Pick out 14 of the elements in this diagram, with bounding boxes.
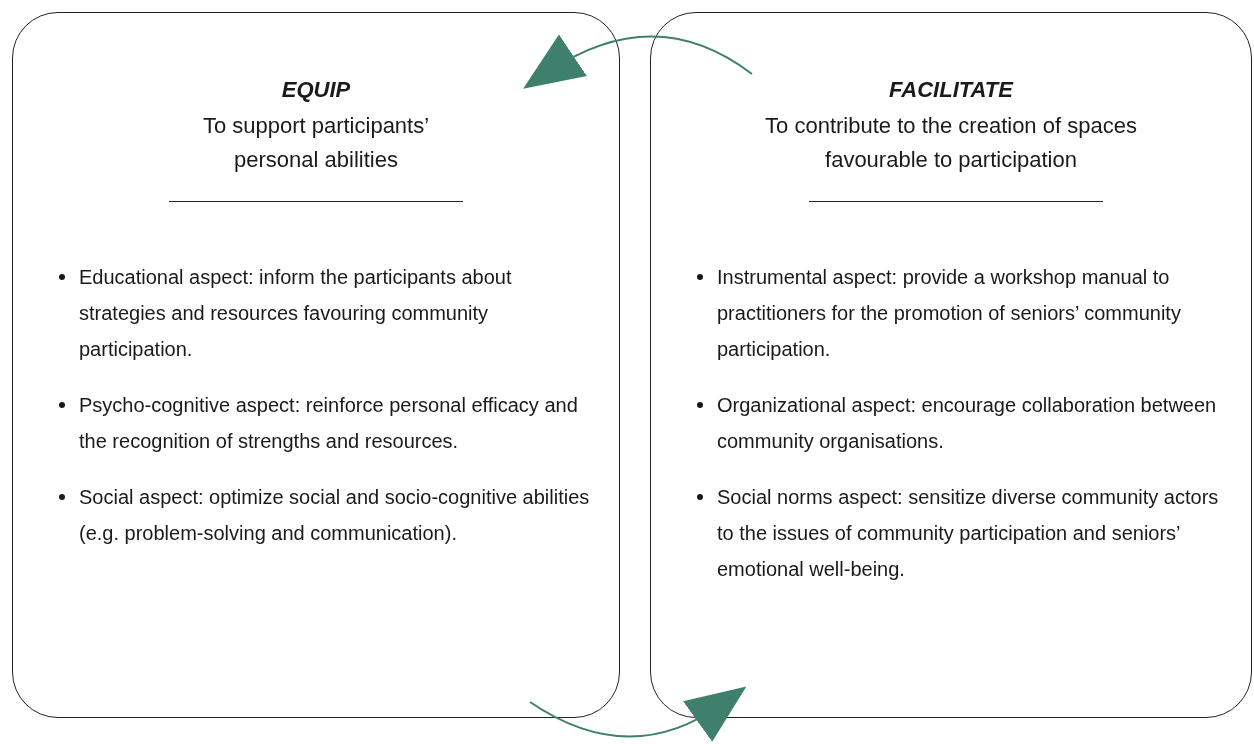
bullet-text: Psycho-cognitive aspect: reinforce personal efficacy and the recognition of strengths and resources. <box>79 393 579 454</box>
panel-heading: EQUIP <box>280 76 352 104</box>
panel-box <box>12 12 620 718</box>
curved-arrow <box>529 687 748 742</box>
bullet-text: Social norms aspect: sensitize diverse community actors to the issues of community participation and seniors’ emotional well-being. <box>717 485 1220 582</box>
panel-subtitle: To contribute to the creation of spaces favourable to participation <box>764 112 1138 174</box>
bullet-text: Organizational aspect: encourage collaboration between community organisations. <box>717 393 1218 454</box>
bullet-text: Instrumental aspect: provide a workshop manual to practitioners for the promotion of seniors’ community participation. <box>717 265 1182 362</box>
bullet-text: Social aspect: optimize social and socio-cognitive abilities (e.g. problem-solving and communication). <box>79 485 591 546</box>
panel-heading: FACILITATE <box>888 76 1015 104</box>
curved-arrow <box>522 34 753 88</box>
panel-subtitle: To support participants’ personal abilities <box>201 112 431 174</box>
bullet-text: Educational aspect: inform the participants about strategies and resources favouring community participation. <box>79 265 513 362</box>
panel-box <box>650 12 1252 718</box>
